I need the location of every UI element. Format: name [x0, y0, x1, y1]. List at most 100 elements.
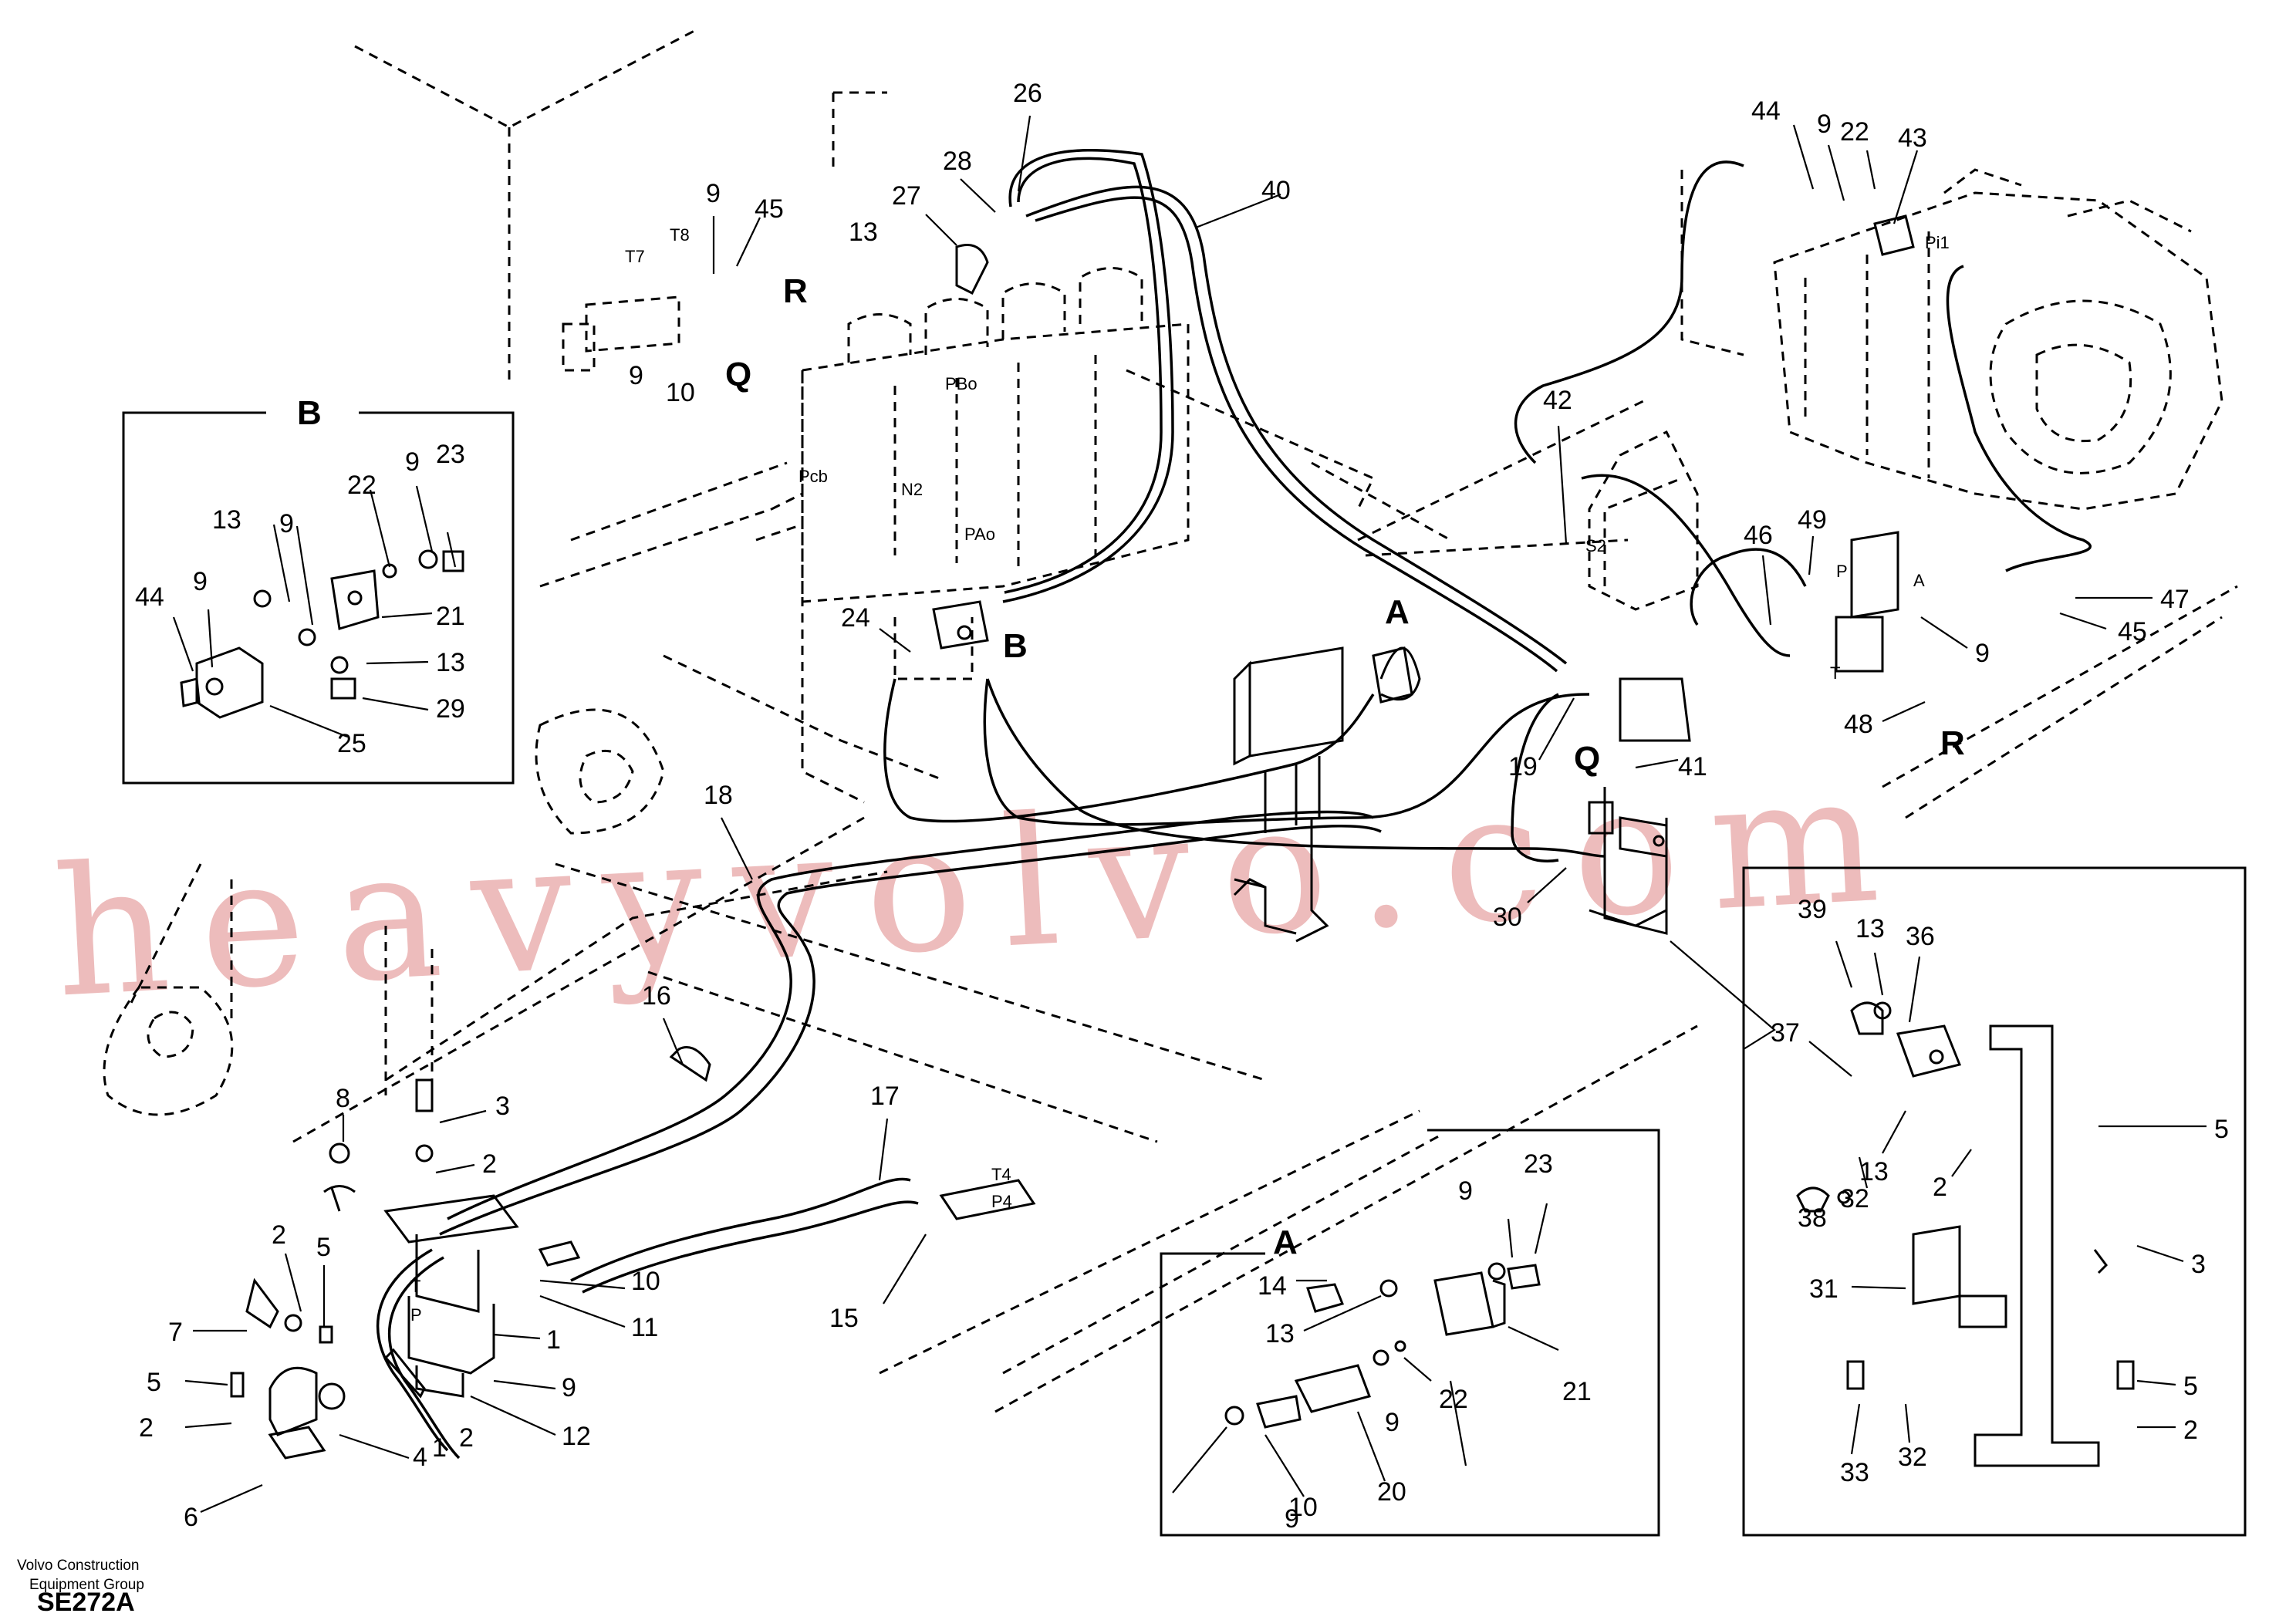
callout: 12: [562, 1422, 591, 1451]
callout: 9: [279, 509, 294, 538]
section-mark-Q2: Q: [1574, 740, 1600, 778]
port-label: PAo: [964, 525, 995, 544]
callout: 23: [1524, 1149, 1553, 1179]
callout: 15: [829, 1304, 859, 1333]
callout: 3: [2191, 1250, 2206, 1279]
callout: 1: [432, 1433, 447, 1463]
port-label: Pi1: [1925, 233, 1950, 252]
pedal-valve-assembly: [230, 1046, 711, 1460]
port-label: T7: [625, 247, 645, 266]
port-labels: T7 T8 PBo Pcb N2 PAo Pi1 S2 P A T T4 P4 …: [410, 225, 1950, 1325]
callout: 44: [1751, 96, 1781, 126]
callout: 9: [629, 361, 643, 390]
watermark: heavyvolvo.com: [49, 734, 1914, 1038]
callout: 4: [413, 1443, 427, 1472]
callout: 23: [436, 440, 465, 469]
callout: 9: [706, 179, 721, 208]
section-mark-B: B: [1003, 627, 1028, 665]
callout: 13: [212, 505, 241, 535]
callout: 9: [1285, 1504, 1299, 1534]
callout: 8: [336, 1084, 350, 1113]
callouts-detail-bracket: 39 13 36 37 13 32 2 38 5 3 31 5 2 33 32: [1771, 895, 2229, 1487]
callout: 21: [1562, 1377, 1592, 1406]
callout: 18: [704, 781, 733, 810]
callout: 2: [139, 1413, 154, 1443]
company-group: Equipment Group: [29, 1577, 144, 1593]
callout: 17: [870, 1082, 900, 1111]
hoses: [376, 148, 2092, 1460]
callout: 6: [184, 1503, 198, 1532]
selector-valve-bracket: [1588, 677, 1691, 935]
callouts-detail-A: A 9 23 14 13 21 22 9 20 10 9: [1258, 1149, 1592, 1534]
callout: 10: [666, 378, 695, 407]
callout: 41: [1678, 752, 1707, 781]
callout: 10: [1288, 1493, 1318, 1522]
machine-outline: [103, 29, 2238, 1413]
callout: 9: [1817, 110, 1832, 139]
callout: 13: [436, 648, 465, 677]
port-label: T: [410, 1277, 420, 1296]
callout: 29: [436, 694, 465, 724]
callout: 5: [2214, 1115, 2229, 1144]
port-label: P: [1836, 562, 1848, 581]
callout: 37: [1771, 1018, 1800, 1048]
callout: 21: [436, 602, 465, 631]
detail-B-title: B: [297, 394, 322, 432]
callout: 22: [1439, 1385, 1468, 1414]
callout: 13: [1855, 914, 1885, 943]
callout: 7: [168, 1318, 183, 1347]
title-block: Volvo Construction Equipment Group SE272…: [17, 1558, 144, 1617]
callout: 13: [849, 218, 878, 247]
callout: 32: [1840, 1184, 1869, 1213]
callout: 5: [147, 1368, 161, 1397]
callout: 10: [631, 1267, 660, 1296]
detail-frame-bracket: [1670, 866, 2247, 1537]
section-mark-R: R: [783, 272, 808, 310]
callout: 9: [1458, 1176, 1473, 1206]
callout: 19: [1508, 752, 1538, 781]
callout: 30: [1493, 903, 1522, 932]
callouts-detail-B: B 9 23 13 9 22 44 9 21 13 29 25: [135, 394, 465, 758]
callout: 14: [1258, 1271, 1287, 1301]
callout: 39: [1798, 895, 1827, 924]
callout: 48: [1844, 710, 1873, 739]
company-name: Volvo Construction: [17, 1558, 139, 1574]
port-label: A: [1913, 571, 1925, 590]
callout: 47: [2160, 585, 2190, 614]
port-label: T: [1830, 663, 1840, 683]
drawing-code: SE272A: [37, 1588, 135, 1617]
callout: 45: [2118, 617, 2147, 646]
callout: 28: [943, 147, 972, 176]
callout: 40: [1261, 176, 1291, 205]
detail-frame-A: [1160, 1129, 1660, 1537]
callout: 9: [193, 567, 208, 596]
section-marks: R Q B A Q R: [725, 272, 1965, 778]
pedal-bracket: [1233, 646, 1421, 943]
callout: 11: [631, 1313, 658, 1342]
section-mark-A: A: [1385, 593, 1410, 631]
callout: 33: [1840, 1458, 1869, 1487]
hydraulic-pump: [1680, 168, 2223, 511]
callout: 42: [1543, 386, 1572, 415]
callout: 49: [1798, 505, 1827, 535]
section-mark-R2: R: [1940, 724, 1965, 762]
callout: 20: [1377, 1477, 1406, 1507]
callout: 2: [1933, 1173, 1947, 1202]
callout: 1: [546, 1325, 561, 1355]
callout: 2: [482, 1149, 497, 1179]
callout: 5: [2183, 1372, 2198, 1401]
callout: 43: [1898, 123, 1927, 153]
callout: 26: [1013, 79, 1042, 108]
section-mark-Q: Q: [725, 356, 751, 393]
callout: 46: [1744, 521, 1773, 550]
callout: 25: [337, 729, 366, 758]
callout: 45: [755, 194, 784, 224]
callout: 9: [405, 447, 420, 477]
callout: 32: [1898, 1443, 1927, 1472]
port-label: P4: [991, 1192, 1012, 1211]
main-control-valve: [562, 267, 1190, 804]
port-label: PBo: [945, 374, 977, 393]
callout: 13: [1859, 1157, 1889, 1186]
callout: 5: [316, 1233, 331, 1262]
